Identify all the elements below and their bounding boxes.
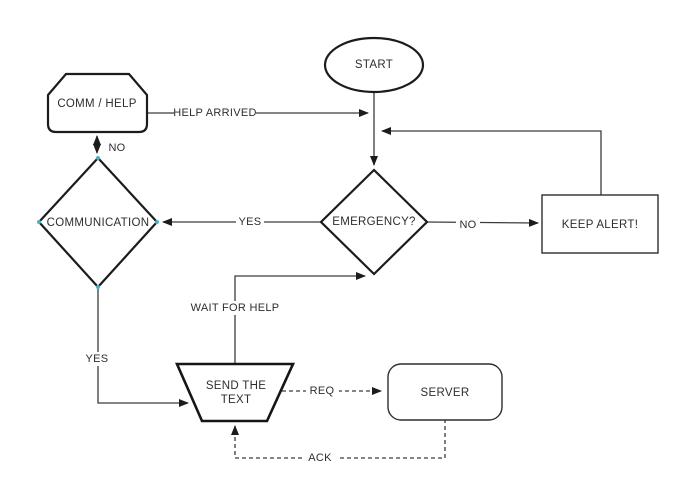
connection-point-dot [96,156,100,160]
node-communication[interactable]: COMMUNICATION [37,156,159,289]
edge-ack[interactable] [231,419,446,459]
node-server[interactable]: SERVER [387,363,503,421]
svg-text:NO: NO [108,142,125,154]
svg-text:YES: YES [239,216,262,228]
start-ellipse[interactable] [323,36,425,94]
edge-wait-for-help[interactable] [234,272,366,364]
send-text-label-line2: TEXT [221,394,252,406]
node-send-text[interactable]: SEND THE TEXT [175,362,296,423]
send-text-label-line1: SEND THE [206,380,266,392]
keep-alert-rect-shape[interactable] [541,194,659,254]
edge-label-req[interactable]: REQ [306,384,339,398]
comm-help-label: COMM / HELP [57,98,136,110]
edge-label-help-arrived[interactable]: HELP ARRIVED [173,106,256,120]
communication-label: COMMUNICATION [47,217,150,229]
emergency-label: EMERGENCY? [332,216,416,228]
edge-label-wait-for-help[interactable]: WAIT FOR HELP [190,301,280,315]
svg-text:NO: NO [459,219,476,231]
send-text-trapezoid-shape[interactable] [175,362,296,423]
svg-text:WAIT FOR HELP: WAIT FOR HELP [191,302,280,314]
edge-communication-yes[interactable] [97,287,189,407]
edge-emergency-no[interactable] [426,218,539,227]
connection-point-dot [37,220,41,224]
edge-label-communication-no[interactable]: NO [105,141,129,155]
edge-label-communication-yes[interactable]: YES [83,352,111,366]
keep-alert-label: KEEP ALERT! [562,219,638,231]
server-label: SERVER [421,387,470,399]
emergency-diamond-shape[interactable] [319,168,429,276]
edge-label-emergency-no[interactable]: NO [456,218,480,232]
connection-point-dot [155,220,159,224]
edge-keep-alert-return[interactable] [381,127,602,195]
node-emergency[interactable]: EMERGENCY? [319,168,429,276]
edge-label-ack[interactable]: ACK [304,451,337,465]
connection-point-dot [96,285,100,289]
edge-label-emergency-yes[interactable]: YES [236,215,264,229]
svg-text:YES: YES [86,353,109,365]
node-start[interactable]: START [323,36,425,94]
start-label: START [355,59,393,71]
node-keep-alert[interactable]: KEEP ALERT! [541,194,659,254]
svg-text:ACK: ACK [308,452,332,464]
svg-text:HELP ARRIVED: HELP ARRIVED [173,107,256,119]
comm-help-card-shape[interactable] [46,72,149,134]
node-comm-help[interactable]: COMM / HELP [46,72,149,134]
server-rounded-rect-shape[interactable] [387,363,503,421]
svg-text:REQ: REQ [310,385,335,397]
